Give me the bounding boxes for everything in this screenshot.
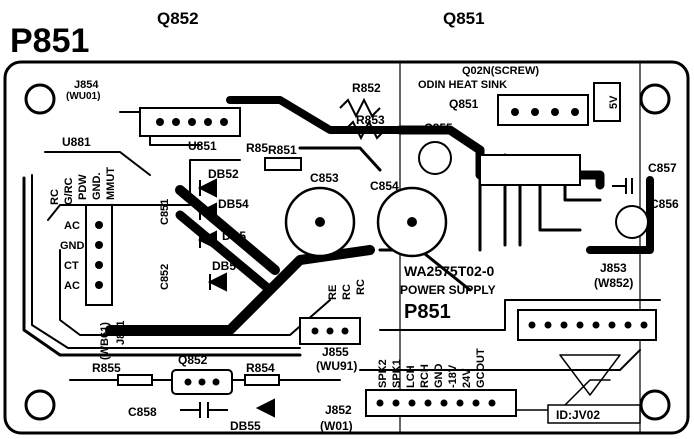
db5x-label: DB5: [212, 259, 236, 273]
heatsink-note-1: Q02N(SCREW): [462, 65, 539, 77]
j853-label: J853: [600, 261, 627, 275]
r851-label: R851: [268, 143, 297, 157]
pin-lch-label: LCH: [405, 365, 417, 388]
mid-rc1-label: RC: [341, 284, 353, 300]
board-label: P851: [404, 301, 451, 323]
j854-sub-label: (WU01): [66, 91, 100, 102]
db53-label: DB5: [222, 229, 246, 243]
j851-label: J851: [115, 321, 127, 345]
pin-24v-label: 24V: [461, 368, 473, 388]
r853-label: R853: [356, 113, 385, 127]
mounting-hole-bottom-left: [24, 389, 56, 421]
u851-label: U851: [188, 139, 217, 153]
resistor-r854: [244, 374, 280, 386]
j854-pins: [156, 118, 228, 126]
small-capacitors: [180, 178, 633, 418]
pin-m18v-label: -18V: [447, 364, 459, 388]
j855-sub-label: (WU91): [316, 359, 357, 373]
pcb-name: WA2575T02-0: [404, 263, 494, 279]
heatsink-note-2: ODIN HEAT SINK: [418, 79, 507, 91]
u881-label: U881: [62, 135, 91, 149]
pin-rch-label: RCH: [419, 364, 431, 388]
j852-label: J852: [325, 403, 352, 417]
q851-title: Q851: [443, 9, 485, 28]
mounting-hole-top-right: [639, 83, 671, 115]
r854-label: R854: [246, 361, 275, 375]
pin-mmut-label: MMUT: [105, 167, 117, 200]
c852-label: C852: [159, 264, 171, 290]
resistor-r855: [117, 374, 153, 386]
j852-sub-label: (W01): [320, 419, 353, 433]
pin-rc-label: RC: [49, 189, 61, 205]
db52-label: DB52: [208, 167, 239, 181]
pin-gcout-label: GCOUT: [475, 348, 487, 388]
q852-label: Q852: [178, 353, 208, 367]
heatsink-outline: [479, 154, 581, 186]
j854-label: J854: [74, 79, 99, 91]
rotated-labels: RC G/RC PDW GND. MMUT C851 C852 J851 (WB…: [49, 167, 487, 388]
board-id-title: P851: [10, 22, 89, 60]
c857-label: C857: [648, 161, 677, 175]
board-outline: [3, 60, 690, 435]
mounting-hole-top-left: [24, 83, 56, 115]
pin-ac2-label: AC: [64, 280, 80, 292]
r852-label: R852: [352, 81, 381, 95]
wb61-label: (WB61): [99, 322, 111, 360]
component-labels: U881 U851 R852 R853 R851 C855 C853 C854 …: [62, 81, 679, 433]
five-v-box: [593, 82, 621, 122]
pin-ac1-label: AC: [64, 220, 80, 232]
pin-pdw-label: PDW: [77, 174, 89, 200]
c855-label: C855: [424, 121, 453, 135]
capacitor-c855: [418, 141, 452, 175]
resistor-r853: [344, 119, 386, 141]
id-box-label: ID:JV02: [556, 408, 600, 422]
q851-label: Q851: [449, 97, 479, 111]
pin-gnd-bottom-label: GND: [433, 364, 445, 389]
j853-sub-label: (W852): [594, 276, 633, 290]
db54-label: DB54: [218, 197, 249, 211]
connector-j851: [85, 204, 113, 306]
c858-label: C858: [128, 405, 157, 419]
pin-gnd-label: GND.: [91, 173, 103, 201]
mid-rc2-label: RC: [355, 279, 367, 295]
r855-label: R855: [92, 361, 121, 375]
c856-label: C856: [650, 197, 679, 211]
capacitor-c856: [615, 205, 649, 239]
c853-label: C853: [310, 171, 339, 185]
resistor-r851: [264, 157, 302, 171]
pin-spk1-label: SPK1: [391, 359, 403, 388]
left-pin-labels: AC GND CT AC: [60, 220, 85, 292]
power-supply-label: POWER SUPPLY: [400, 283, 496, 297]
j855-label: J855: [322, 345, 349, 359]
c851-label: C851: [159, 199, 171, 225]
resistor-r852: [339, 97, 381, 119]
q852-title: Q852: [157, 9, 199, 28]
c854-label: C854: [370, 179, 399, 193]
mounting-hole-bottom-right: [639, 389, 671, 421]
mid-re-label: RE: [327, 285, 339, 300]
id-box: [547, 404, 641, 424]
r85x-label: R85: [246, 141, 268, 155]
db55-label: DB55: [230, 419, 261, 433]
pin-grc-label: G/RC: [63, 177, 75, 205]
q851-pins: [511, 108, 579, 116]
connector-j853: [517, 309, 657, 341]
pin-spk2-label: SPK2: [377, 359, 389, 388]
pin-gnd2-label: GND: [60, 240, 85, 252]
diodes: [197, 178, 275, 418]
five-v-label: 5V: [608, 95, 620, 109]
pin-ct-label: CT: [64, 260, 79, 272]
